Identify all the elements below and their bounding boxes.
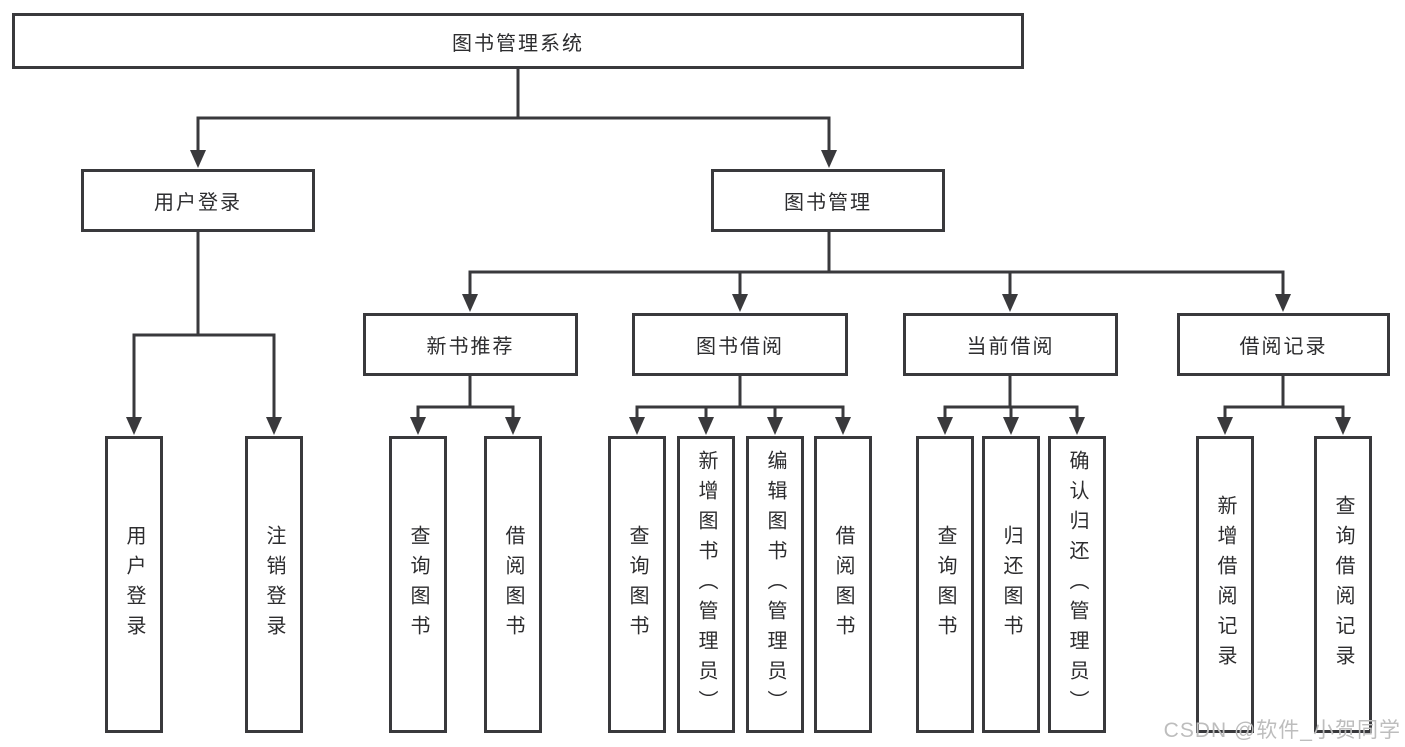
arrowhead — [1002, 294, 1018, 312]
node-leaf-query-books: 查询图书 — [916, 436, 974, 733]
node-leaf-borrow-books: 借阅图书 — [814, 436, 872, 733]
node-leaf-logout: 注销登录 — [245, 436, 303, 733]
node-label: 查询图书 — [934, 524, 956, 645]
arrowhead — [937, 417, 953, 435]
node-label: 注销登录 — [263, 524, 285, 645]
node-leaf-query-borrow-record: 查询借阅记录 — [1314, 436, 1372, 733]
node-leaf-confirm-return-admin: 确认归还（管理员） — [1048, 436, 1106, 733]
node-label: 确认归还（管理员） — [1066, 449, 1088, 720]
node-label: 新增图书（管理员） — [695, 449, 717, 720]
node-new-book-recommend: 新书推荐 — [363, 313, 578, 376]
node-label: 新增借阅记录 — [1214, 494, 1236, 675]
node-label: 查询借阅记录 — [1332, 494, 1354, 675]
node-leaf-add-book-admin: 新增图书（管理员） — [677, 436, 735, 733]
connector-new-book-recommend — [416, 374, 515, 422]
node-label: 借阅图书 — [832, 524, 854, 645]
node-library-management-system: 图书管理系统 — [12, 13, 1024, 69]
node-label: 用户登录 — [154, 192, 242, 214]
node-borrow-records: 借阅记录 — [1177, 313, 1390, 376]
connector-borrow-records — [1223, 374, 1345, 422]
connector-book-management — [468, 230, 1285, 299]
arrowhead — [462, 294, 478, 312]
arrowhead — [1003, 417, 1019, 435]
connector-book-borrow — [635, 374, 845, 422]
node-label: 图书管理系统 — [452, 32, 584, 55]
arrowhead — [266, 417, 282, 435]
node-label: 新书推荐 — [426, 336, 515, 358]
node-leaf-return-book: 归还图书 — [982, 436, 1040, 733]
node-label: 图书管理 — [784, 192, 872, 214]
arrowhead — [505, 417, 521, 435]
node-label: 图书借阅 — [696, 336, 784, 358]
node-leaf-edit-book-admin: 编辑图书（管理员） — [746, 436, 804, 733]
arrowhead — [629, 417, 645, 435]
connector-user-login — [132, 230, 276, 422]
node-user-login: 用户登录 — [81, 169, 315, 232]
node-leaf-borrow-books: 借阅图书 — [484, 436, 542, 733]
arrowhead — [126, 417, 142, 435]
arrowhead — [190, 150, 206, 168]
node-label: 用户登录 — [123, 524, 145, 645]
node-label: 借阅记录 — [1239, 336, 1328, 358]
node-leaf-query-books: 查询图书 — [389, 436, 447, 733]
arrowhead — [1217, 417, 1233, 435]
node-label: 归还图书 — [1000, 524, 1022, 645]
arrowhead — [835, 417, 851, 435]
node-label: 编辑图书（管理员） — [764, 449, 786, 720]
arrowhead — [1275, 294, 1291, 312]
node-leaf-user-login: 用户登录 — [105, 436, 163, 733]
node-book-management: 图书管理 — [711, 169, 945, 232]
arrowhead — [1069, 417, 1085, 435]
arrowhead — [410, 417, 426, 435]
node-leaf-add-borrow-record: 新增借阅记录 — [1196, 436, 1254, 733]
connector-current-borrow — [943, 374, 1079, 422]
arrowhead — [821, 150, 837, 168]
node-label: 查询图书 — [626, 524, 648, 645]
node-label: 查询图书 — [407, 524, 429, 645]
csdn-watermark: CSDN @软件_小贺同学 — [1163, 719, 1401, 742]
arrowhead — [767, 417, 783, 435]
node-label: 当前借阅 — [966, 336, 1055, 358]
node-book-borrow: 图书借阅 — [632, 313, 848, 376]
connector-root — [196, 67, 831, 154]
node-leaf-query-books: 查询图书 — [608, 436, 666, 733]
arrowhead — [732, 294, 748, 312]
arrowhead — [1335, 417, 1351, 435]
arrowhead — [698, 417, 714, 435]
node-current-borrow: 当前借阅 — [903, 313, 1118, 376]
node-label: 借阅图书 — [502, 524, 524, 645]
